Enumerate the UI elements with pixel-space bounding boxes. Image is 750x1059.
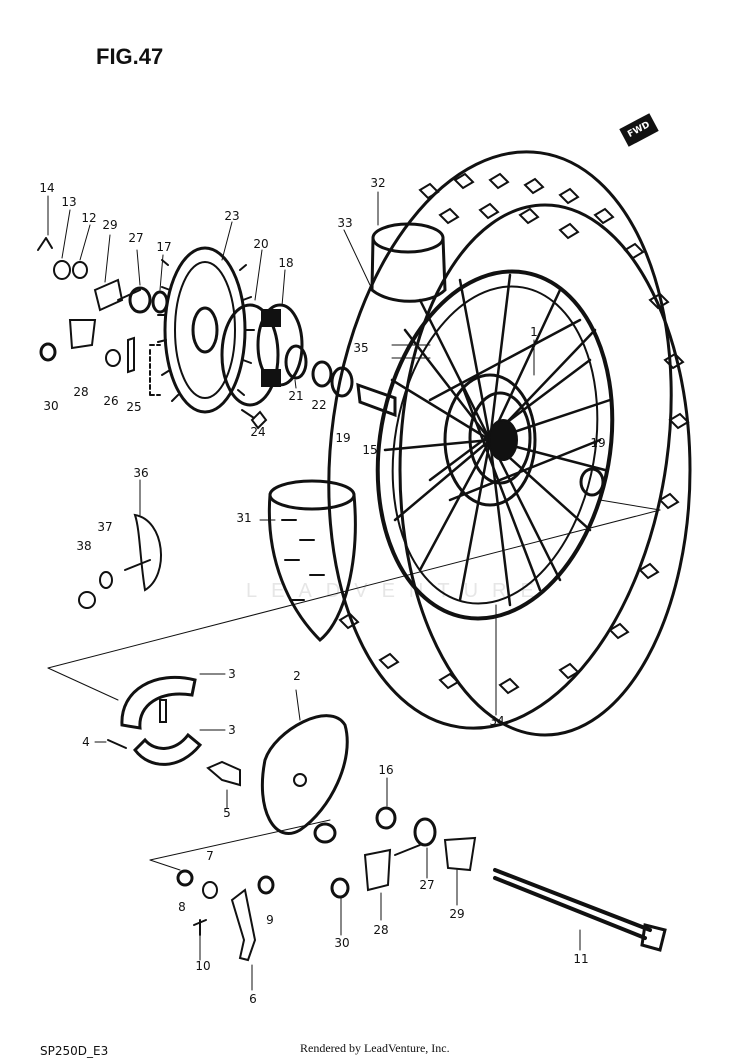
part-label-3-bottom: 3 bbox=[228, 723, 236, 737]
part-label-20: 20 bbox=[253, 237, 269, 251]
brake-shoes bbox=[107, 675, 203, 766]
part-label-11: 11 bbox=[573, 952, 589, 966]
part-label-8: 8 bbox=[178, 900, 186, 914]
part-label-21: 21 bbox=[288, 389, 304, 403]
wheel-hub bbox=[443, 373, 537, 507]
part-label-33: 33 bbox=[337, 216, 353, 230]
part-label-26: 26 bbox=[103, 394, 119, 408]
part-label-9: 9 bbox=[266, 913, 274, 927]
part-label-3-top: 3 bbox=[228, 667, 236, 681]
part-label-30: 30 bbox=[43, 399, 59, 413]
leader-lines bbox=[47, 191, 581, 991]
part-label-19: 19 bbox=[335, 431, 351, 445]
part-label-31: 31 bbox=[236, 511, 252, 525]
part-label-25: 25 bbox=[126, 400, 142, 414]
part-label-27: 27 bbox=[128, 231, 144, 245]
part-label-27-right: 27 bbox=[419, 878, 435, 892]
cush-drive-part bbox=[78, 513, 162, 609]
reference-lines bbox=[47, 344, 661, 871]
part-label-17: 17 bbox=[156, 240, 172, 254]
part-label-28: 28 bbox=[73, 385, 89, 399]
part-label-22: 22 bbox=[311, 398, 327, 412]
part-label-32: 32 bbox=[370, 176, 386, 190]
part-label-29: 29 bbox=[102, 218, 118, 232]
part-label-6: 6 bbox=[249, 992, 257, 1006]
part-label-37: 37 bbox=[97, 520, 113, 534]
part-label-38: 38 bbox=[76, 539, 92, 553]
wheel-spokes bbox=[383, 273, 612, 607]
part-label-4: 4 bbox=[82, 735, 90, 749]
part-label-29-right: 29 bbox=[449, 907, 465, 921]
chain-adjuster-right bbox=[330, 806, 477, 899]
wheel-rim bbox=[375, 269, 615, 621]
part-label-15: 15 bbox=[362, 443, 378, 457]
part-label-16: 16 bbox=[378, 763, 394, 777]
part-label-2: 2 bbox=[293, 669, 301, 683]
part-label-18: 18 bbox=[278, 256, 294, 270]
part-label-5: 5 bbox=[223, 806, 231, 820]
part-label-10: 10 bbox=[195, 959, 211, 973]
brake-cam bbox=[206, 760, 241, 787]
bearings-collars bbox=[284, 344, 605, 497]
rear-axle bbox=[493, 868, 667, 952]
part-label-28-right: 28 bbox=[373, 923, 389, 937]
model-code: SP250D_E3 bbox=[40, 1044, 109, 1058]
figure-title: FIG.47 bbox=[96, 44, 164, 69]
rim-protector-part bbox=[370, 222, 447, 303]
sprocket-drum bbox=[220, 303, 304, 407]
part-label-34: 34 bbox=[489, 714, 505, 728]
chain-adjuster-left bbox=[37, 237, 169, 396]
part-label-1: 1 bbox=[530, 325, 538, 339]
rear-tire bbox=[327, 150, 692, 737]
part-label-24: 24 bbox=[250, 425, 266, 439]
render-credit: Rendered by LeadVenture, Inc. bbox=[300, 1041, 450, 1055]
part-label-14: 14 bbox=[39, 181, 55, 195]
part-label-13: 13 bbox=[61, 195, 77, 209]
part-label-7: 7 bbox=[206, 849, 214, 863]
sprocket-bolt bbox=[241, 409, 268, 430]
part-label-36: 36 bbox=[133, 466, 149, 480]
part-label-35: 35 bbox=[353, 341, 369, 355]
part-label-12: 12 bbox=[81, 211, 97, 225]
brake-panel bbox=[260, 714, 349, 844]
rim-band-part bbox=[267, 479, 357, 643]
part-label-23: 23 bbox=[224, 209, 240, 223]
part-label-19-right: 19 bbox=[590, 436, 606, 450]
brake-arm-parts bbox=[176, 869, 275, 962]
rear-sprocket bbox=[157, 246, 255, 414]
part-label-30-right: 30 bbox=[334, 936, 350, 950]
